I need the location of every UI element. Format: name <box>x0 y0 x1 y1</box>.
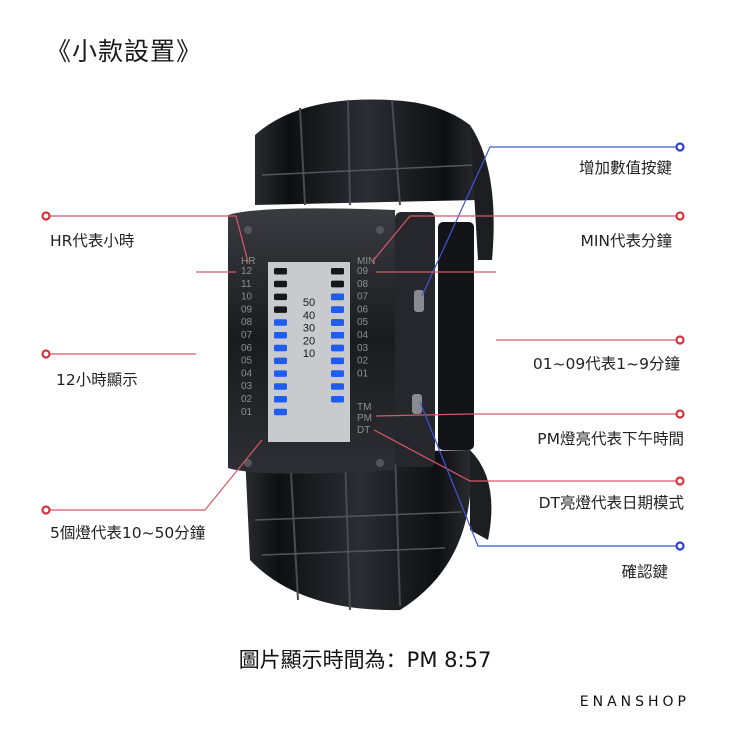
hour-tick-label: 01 <box>241 407 253 418</box>
page-title: 《小款設置》 <box>46 37 203 66</box>
increase-button[interactable] <box>414 290 424 312</box>
minute-led-off <box>331 268 344 275</box>
confirm-callout-line <box>419 401 680 547</box>
confirm-button-label: 確認鍵 <box>621 563 668 581</box>
minute-tick-label: 09 <box>357 266 369 277</box>
minute-tick-label: 01 <box>357 368 369 379</box>
minute-tick-label: 05 <box>357 317 369 328</box>
minute-led-lit <box>331 306 344 313</box>
bracelet-upper <box>255 99 494 260</box>
tens-tick-label: 20 <box>303 335 315 347</box>
hr-callout-line <box>46 215 249 263</box>
five-lights-callout-line <box>46 439 263 511</box>
minute-tick-label: 02 <box>357 356 369 367</box>
red-dot-pm <box>675 409 685 419</box>
brand-logo: ENANSHOP <box>579 694 690 710</box>
dt-callout-line <box>373 429 680 482</box>
dt-label: DT <box>357 425 370 436</box>
red-dot-twelve-hour <box>41 349 51 359</box>
min-leds <box>331 268 344 377</box>
minute-led-lit <box>331 370 344 377</box>
minute-tick-label: 04 <box>357 330 369 341</box>
tm-label: TM <box>357 402 371 413</box>
hour-tick-label: 06 <box>241 343 253 354</box>
minute-tick-label: 03 <box>357 343 369 354</box>
minute-led-lit <box>331 319 344 326</box>
hour-tick-label: 09 <box>241 304 253 315</box>
red-dot-min <box>675 211 685 221</box>
tens-tick-label: 50 <box>303 297 315 309</box>
time-caption: 圖片顯示時間為：PM 8:57 <box>238 648 492 672</box>
twelve-hour-label: 12小時顯示 <box>56 371 138 389</box>
hour-led-lit <box>274 344 287 352</box>
tens-tick-label: 10 <box>303 348 315 360</box>
hour-led-lit <box>274 370 287 377</box>
tens-led-lit <box>331 383 344 390</box>
increase-button-label: 增加數值按鍵 <box>578 159 672 177</box>
dt-label-text: DT亮燈代表日期模式 <box>538 494 684 512</box>
red-dot-dt <box>675 476 685 486</box>
min-callout-line <box>371 215 680 263</box>
pm-label: PM <box>357 413 372 424</box>
hour-tick-label: 03 <box>241 381 253 392</box>
hour-tick-label: 08 <box>241 317 253 328</box>
blue-dot-confirm <box>675 541 685 551</box>
hour-tick-label: 10 <box>241 292 253 303</box>
hour-led-lit <box>274 319 287 326</box>
minute-tick-label: 08 <box>357 279 369 290</box>
minute-led-lit <box>331 332 344 339</box>
blue-dot-increase <box>675 142 685 152</box>
bracelet-lower <box>245 450 492 611</box>
tens-tick-label: 40 <box>303 310 315 322</box>
hour-led-lit <box>274 396 287 403</box>
hour-led-lit <box>274 332 287 339</box>
endpoint-dots <box>41 142 685 551</box>
minute-led-off <box>331 280 344 288</box>
hour-led-lit <box>274 383 287 390</box>
hour-tick-label: 11 <box>241 279 252 290</box>
minute-led-lit <box>331 344 344 352</box>
confirm-button[interactable] <box>412 394 422 414</box>
minute-led-lit <box>331 357 344 365</box>
hr-label-text: HR代表小時 <box>50 232 135 250</box>
hour-tick-label: 04 <box>241 368 253 379</box>
hour-led-off <box>274 293 287 301</box>
callout-lines-left <box>46 215 263 511</box>
minute-led-lit <box>331 293 344 301</box>
min-label: MIN <box>357 256 375 267</box>
five-lights-label: 5個燈代表10~50分鐘 <box>50 524 206 542</box>
pm-label-text: PM燈亮代表下午時間 <box>537 430 684 448</box>
hour-led-lit <box>274 357 287 365</box>
pm-callout-line <box>375 413 680 417</box>
minute-tick-label: 07 <box>357 292 369 303</box>
watch-case <box>228 208 474 474</box>
red-dot-five-lights <box>41 505 51 515</box>
hour-led-off <box>274 280 287 288</box>
hour-tick-label: 02 <box>241 394 253 405</box>
callout-lines-right <box>371 146 680 547</box>
tens-tick-label: 30 <box>303 323 315 335</box>
red-dot-hr <box>41 211 51 221</box>
hour-led-off <box>274 306 287 313</box>
min-label-text: MIN代表分鐘 <box>580 232 672 250</box>
hour-tick-label: 12 <box>241 266 253 277</box>
increase-callout-line <box>421 146 680 297</box>
hour-led-lit <box>274 408 287 416</box>
red-dot-min-01-09 <box>675 335 685 345</box>
minute-tick-label: 06 <box>357 304 369 315</box>
min-01-09-label: 01~09代表1~9分鐘 <box>532 355 680 373</box>
hour-leds <box>274 268 287 416</box>
hour-tick-label: 05 <box>241 356 253 367</box>
hour-led-off <box>274 268 287 275</box>
tens-led-lit <box>331 396 344 403</box>
hour-tick-label: 07 <box>241 330 253 341</box>
